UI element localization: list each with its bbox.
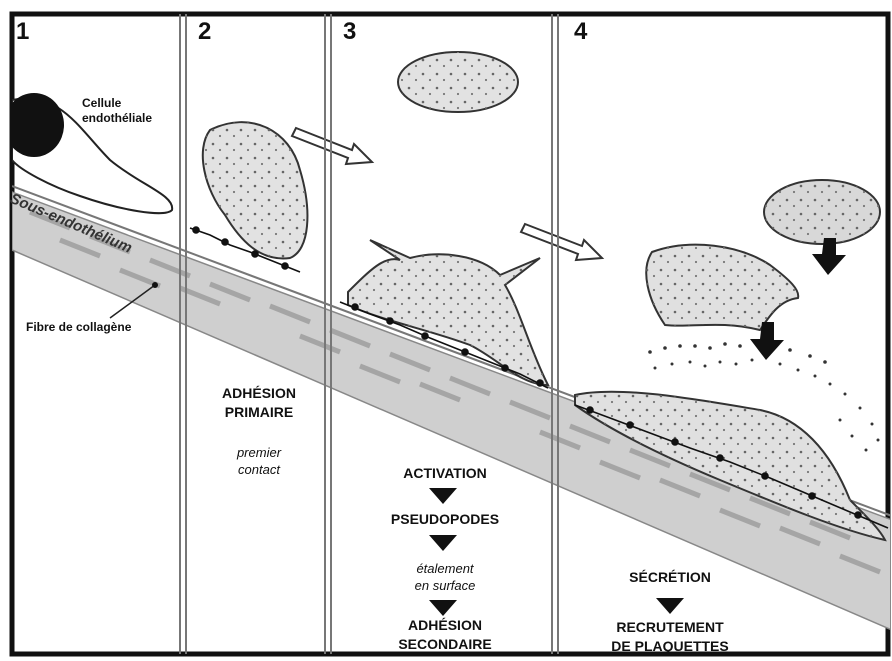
- stage3-arrow-1-icon: [429, 488, 457, 504]
- endothelial-nucleus: [4, 93, 64, 157]
- stage4-step-secretion: SÉCRÉTION: [590, 568, 750, 587]
- stage2-title-line2: PRIMAIRE: [196, 403, 322, 422]
- stage2-note-line1: premier: [196, 444, 322, 461]
- stage4-step2-line1: RECRUTEMENT: [580, 618, 760, 637]
- stage2-title-line1: ADHÉSION: [196, 384, 322, 403]
- stage3-arrow-2-icon: [429, 535, 457, 551]
- stage2-title: ADHÉSION PRIMAIRE: [196, 384, 322, 422]
- panel-number-4: 4: [574, 18, 587, 46]
- stage3-step3-line2: SECONDAIRE: [360, 635, 530, 654]
- collagen-fiber-label: Fibre de collagène: [26, 320, 131, 335]
- stage2-note-line2: contact: [196, 461, 322, 478]
- stage3-arrow-3-icon: [429, 600, 457, 616]
- stage3-step-pseudopodes: PSEUDOPODES: [360, 510, 530, 529]
- stage4-step-recruitment: RECRUTEMENT DE PLAQUETTES: [580, 618, 760, 656]
- stage3-note-line1: étalement: [360, 560, 530, 577]
- endothelial-cell-label: Cellule endothéliale: [82, 96, 182, 126]
- stage3-step-adhesion: ADHÉSION SECONDAIRE: [360, 616, 530, 654]
- panel-number-1: 1: [16, 18, 29, 46]
- stage3-step3-line1: ADHÉSION: [360, 616, 530, 635]
- stage3-note: étalement en surface: [360, 560, 530, 594]
- stage4-arrow-icon: [656, 598, 684, 614]
- stage3-step-activation: ACTIVATION: [360, 464, 530, 483]
- stage3-note-line2: en surface: [360, 577, 530, 594]
- stage2-note: premier contact: [196, 444, 322, 478]
- stage4-step2-line2: DE PLAQUETTES: [580, 637, 760, 656]
- panel-number-2: 2: [198, 18, 211, 46]
- panel-number-3: 3: [343, 18, 356, 46]
